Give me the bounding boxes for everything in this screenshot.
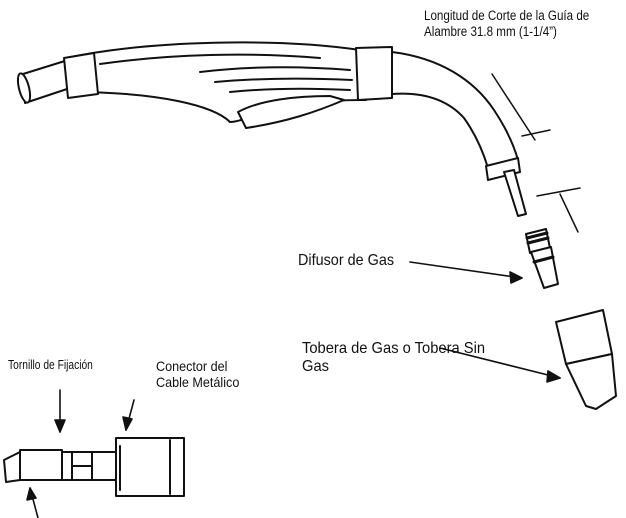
- gas-nozzle: [555, 309, 617, 410]
- nozzle-line1: Tobera de Gas o Tobera Sin: [302, 340, 486, 357]
- guide-cut-length-line1: Longitud de Corte de la Guía de: [424, 8, 590, 23]
- cable-connector-line2: Cable Metálico: [156, 374, 240, 391]
- cable-connector-assembly: [3, 437, 185, 497]
- gooseneck: [391, 51, 527, 217]
- nozzle-line2: Gas: [302, 358, 329, 376]
- trigger: [237, 95, 345, 129]
- cable-connector-line1: Conector del: [156, 358, 228, 374]
- gas-diffuser-label: Difusor de Gas: [298, 252, 394, 270]
- guide-cut-length-label: Longitud de Corte de la Guía de Alambre …: [424, 8, 589, 39]
- wire-liner: [503, 169, 527, 217]
- front-collar: [355, 46, 393, 101]
- gas-diffuser-line1: Difusor de Gas: [298, 252, 395, 269]
- arrows: [26, 261, 561, 518]
- gun-rear-tube: [16, 59, 71, 104]
- gun-handle: [63, 41, 393, 129]
- guide-cut-length-line2: Alambre 31.8 mm (1-1/4”): [424, 23, 557, 39]
- set-screw-line1: Tornillo de Fijación: [8, 358, 93, 372]
- nozzle-label: Tobera de Gas o Tobera Sin Gas: [302, 340, 485, 377]
- set-screw-label: Tornillo de Fijación: [8, 358, 93, 372]
- gas-diffuser: [525, 228, 559, 289]
- gooseneck-tip: [485, 157, 521, 181]
- cut-length-dimension: [491, 73, 581, 233]
- cable-connector-label: Conector del Cable Metálico: [156, 358, 239, 390]
- rear-collar: [63, 52, 99, 99]
